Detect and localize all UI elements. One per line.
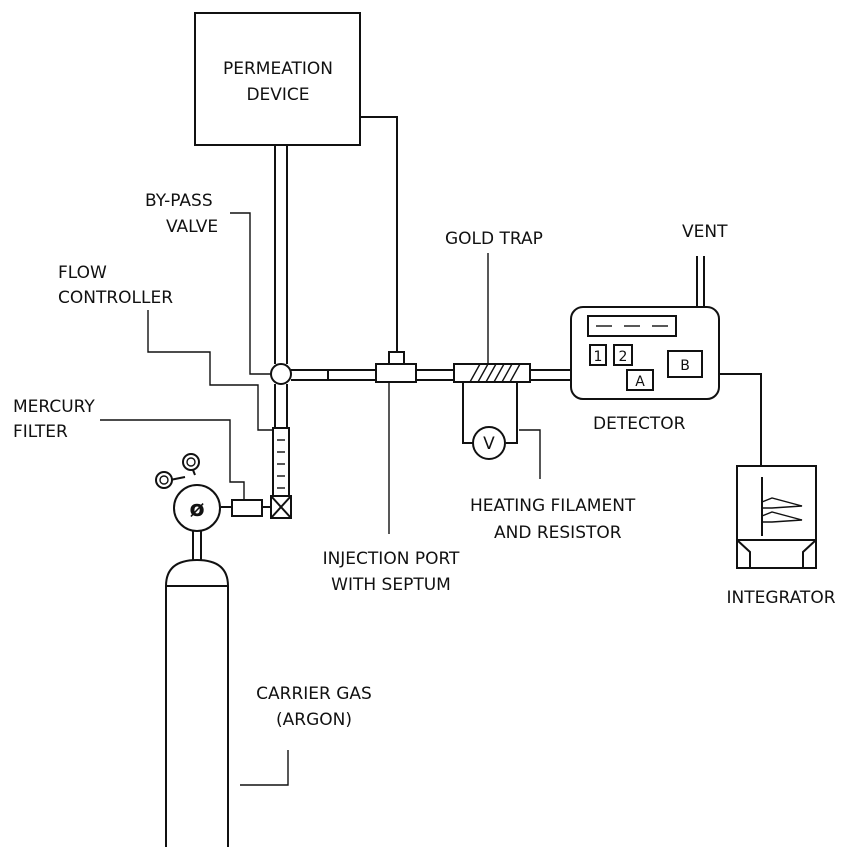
flow-controller <box>272 427 290 497</box>
detector: 1 2 A B <box>570 306 720 400</box>
detector-to-integrator-line <box>719 373 762 466</box>
horizontal-tube-valve-to-port <box>291 369 376 381</box>
leader-bypass-valve <box>230 212 271 375</box>
detector-button-b-label: B <box>680 358 690 374</box>
vertical-double-tube <box>274 145 288 428</box>
integrator <box>736 465 817 569</box>
regulator-symbol: ø <box>189 497 204 522</box>
injection-port <box>375 351 417 383</box>
pressure-gauge-right <box>182 453 200 471</box>
mercury-label-line1: MERCURY <box>13 397 95 417</box>
injection-label-line1: INJECTION PORT <box>323 549 460 569</box>
detector-button-1 <box>589 344 607 366</box>
detector-label: DETECTOR <box>593 414 686 434</box>
detector-button-a-label: A <box>635 374 645 390</box>
permeation-device: PERMEATION DEVICE <box>194 12 361 146</box>
permeation-label-line2: DEVICE <box>246 85 309 105</box>
flow-label-line2: CONTROLLER <box>58 288 173 308</box>
bypass-label-line1: BY-PASS <box>145 191 213 211</box>
mercury-label-line2: FILTER <box>13 422 68 442</box>
tube-trap-to-detector <box>530 369 571 381</box>
carrier-gas-cylinder <box>165 558 229 847</box>
gold-trap <box>453 363 531 383</box>
detector-button-2-label: 2 <box>619 349 628 365</box>
vent-pipe <box>696 256 705 307</box>
flow-label-line1: FLOW <box>58 263 107 283</box>
flow-control-valve <box>270 495 292 519</box>
bypass-label-line2: VALVE <box>166 217 218 237</box>
pressure-regulator: ø <box>155 453 221 560</box>
leader-lines <box>100 212 541 786</box>
leader-flow-controller <box>147 310 273 431</box>
heating-filament-circuit: V <box>462 382 518 460</box>
detector-button-2 <box>613 344 633 366</box>
carrier-label-line1: CARRIER GAS <box>256 684 372 704</box>
permeation-to-injection-line <box>360 116 398 352</box>
mercury-filter <box>221 499 271 517</box>
detector-button-b <box>667 350 703 378</box>
carrier-label-line2: (ARGON) <box>276 710 352 730</box>
voltmeter <box>472 426 506 460</box>
tube-port-to-trap <box>416 369 454 381</box>
leader-carrier-gas <box>240 750 289 786</box>
leader-mercury-filter <box>100 419 245 500</box>
heating-label-line1: HEATING FILAMENT <box>470 496 636 516</box>
injection-label-line2: WITH SEPTUM <box>331 575 451 595</box>
detector-button-a <box>626 369 654 391</box>
permeation-label-line1: PERMEATION <box>223 59 333 79</box>
heating-label-line2: AND RESISTOR <box>494 523 622 543</box>
detector-button-1-label: 1 <box>594 349 603 365</box>
leader-heating-filament <box>519 429 541 479</box>
regulator-body <box>173 484 221 532</box>
integrator-label: INTEGRATOR <box>726 588 835 608</box>
vent-label: VENT <box>682 222 728 242</box>
gold-trap-label: GOLD TRAP <box>445 229 543 249</box>
pressure-gauge-left <box>155 471 173 489</box>
bypass-valve <box>270 363 292 385</box>
voltmeter-symbol: V <box>483 434 495 454</box>
